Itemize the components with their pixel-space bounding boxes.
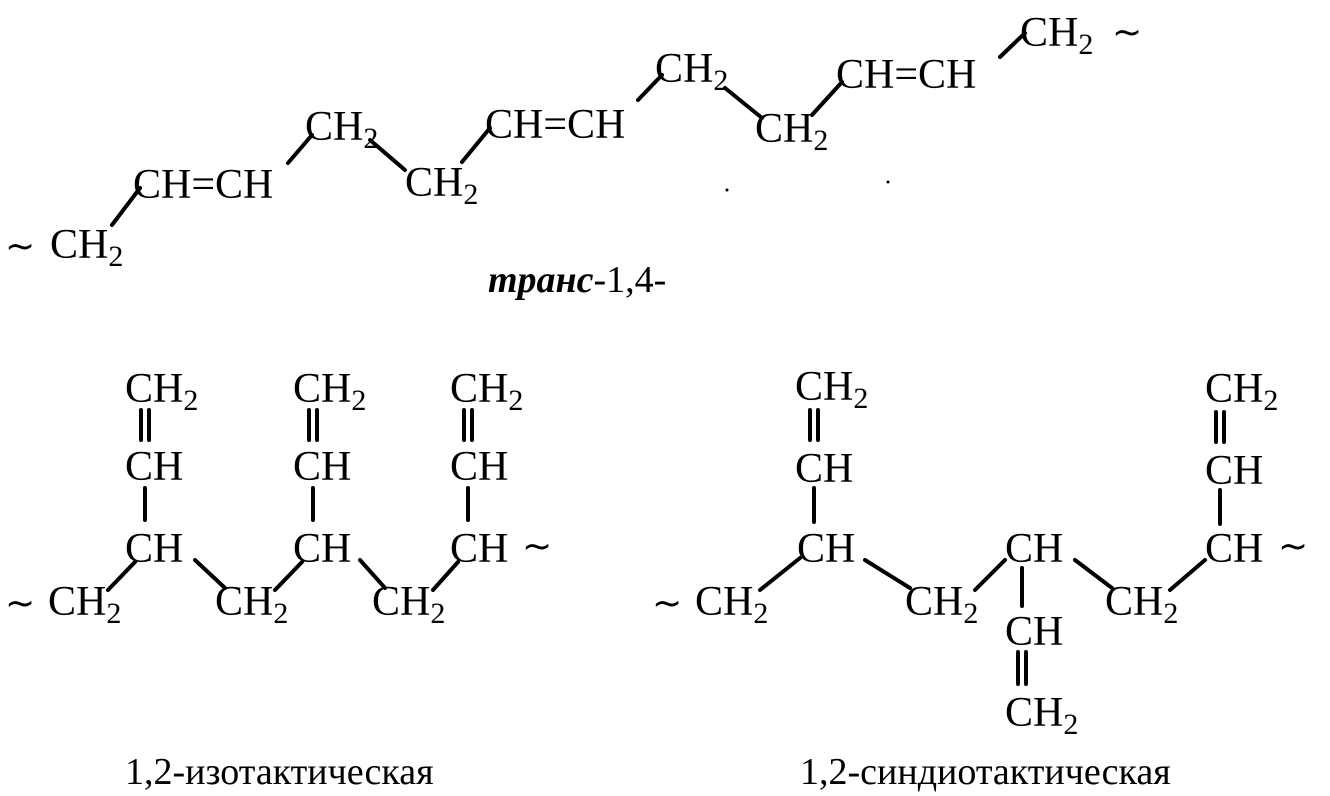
bond [106, 560, 137, 592]
ch2-group: CH2 [293, 366, 366, 417]
ch2-group: CH2 [795, 364, 868, 415]
trans-14-chain: ~ CH2 CH=CH CH2 CH2 CH=CH CH2 CH2 CH=CH … [5, 10, 1142, 301]
chain-end-left: ~ [5, 226, 35, 267]
ch-group: CH [1205, 448, 1263, 494]
bond [1073, 558, 1114, 590]
isotactic-chain: CH2 CH2 CH2 CH CH CH CH CH CH ~ ~ CH2 CH… [5, 366, 552, 793]
ch-group: CH [293, 444, 351, 490]
ch-group: CH [293, 526, 351, 572]
isotactic-caption: 1,2-изотактическая [125, 751, 434, 793]
ch2-group: CH2 [50, 222, 123, 273]
ch-group: CH [1005, 609, 1063, 655]
chain-end-right: ~ [1112, 12, 1142, 53]
ch-eq-ch-group: CH=CH [485, 102, 625, 148]
bond [110, 186, 142, 227]
ch2-group: CH2 [1005, 690, 1078, 741]
ch2-group: CH2 [905, 579, 978, 630]
bond [973, 558, 1007, 592]
ch-group: CH [450, 526, 508, 572]
wavy-end-icon: ~ [652, 583, 682, 624]
bond [193, 558, 227, 590]
bond [863, 558, 912, 590]
ch2-group: CH2 [1205, 366, 1278, 417]
ch-group: CH [450, 444, 508, 490]
ch2-group: CH2 [305, 104, 378, 155]
wavy-end-icon: ~ [1278, 526, 1308, 567]
ch2-group: CH2 [755, 106, 828, 157]
chain-end-right: ~ [522, 526, 552, 567]
bond [1168, 558, 1207, 592]
speck [886, 180, 890, 184]
bond [636, 73, 664, 102]
ch2-group: CH2 [450, 366, 523, 417]
bond [998, 31, 1027, 59]
wavy-end-icon: ~ [522, 526, 552, 567]
ch2-group: CH2 [405, 160, 478, 211]
chain-end-left: ~ [5, 583, 35, 624]
ch-group: CH [1205, 526, 1263, 572]
chain-end-left: ~ [652, 583, 682, 624]
bond [368, 138, 407, 172]
ch-eq-ch-group: CH=CH [836, 52, 976, 98]
bond [358, 558, 387, 590]
trans-caption: транс-1,4- [488, 259, 666, 301]
ch-group: CH [125, 444, 183, 490]
bond [273, 560, 304, 592]
syndiotactic-caption: 1,2-синдиотактическая [800, 751, 1171, 793]
ch-eq-ch-group: CH=CH [133, 162, 273, 208]
ch2-group: CH2 [1105, 579, 1178, 630]
ch2-group: CH2 [655, 46, 728, 97]
ch2-group: CH2 [1020, 10, 1093, 61]
ch2-group: CH2 [695, 579, 768, 630]
bond [431, 560, 460, 592]
ch2-group: CH2 [372, 579, 445, 630]
bond [810, 80, 844, 117]
wavy-end-icon: ~ [5, 226, 35, 267]
ch2-group: CH2 [125, 366, 198, 417]
wavy-end-icon: ~ [1112, 12, 1142, 53]
ch2-group: CH2 [215, 579, 288, 630]
ch-group: CH [795, 446, 853, 492]
speck [725, 188, 729, 192]
bond [286, 133, 314, 165]
ch-group: CH [125, 526, 183, 572]
bond [723, 86, 764, 120]
wavy-end-icon: ~ [5, 583, 35, 624]
syndiotactic-chain: CH2 CH CH2 CH CH CH CH ~ ~ CH2 CH2 CH2 C… [652, 364, 1308, 793]
bond [758, 556, 802, 592]
ch-group: CH [1005, 526, 1063, 572]
ch2-group: CH2 [48, 579, 121, 630]
chain-end-right: ~ [1278, 526, 1308, 567]
ch-group: CH [797, 526, 855, 572]
bond [460, 126, 492, 164]
